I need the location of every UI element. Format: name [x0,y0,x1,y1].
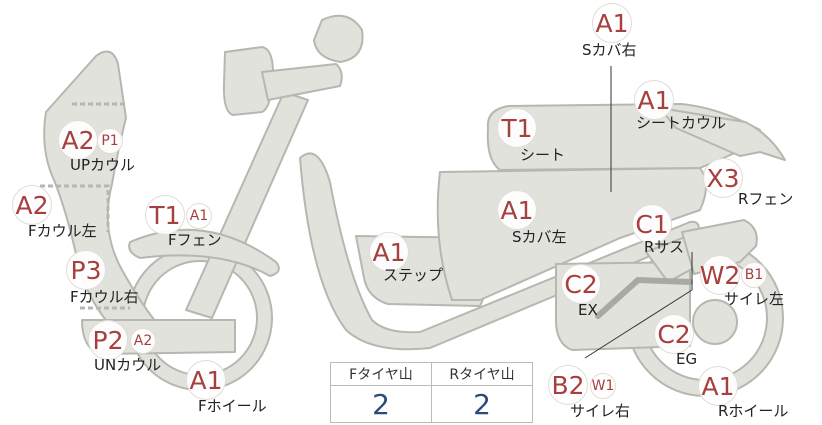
part-label: Rフェン [738,190,794,208]
grade-badge: A1 [698,366,738,406]
part-label: EX [578,301,598,319]
floor-frame-shape [299,152,700,351]
part-label: Sカバ左 [512,228,567,246]
grade-badge: T1 [145,195,185,235]
rear-tire-value: 2 [431,385,533,423]
part-label: Rホイール [718,402,789,420]
handlebar-shape [261,63,343,101]
rear-tire-header: Rタイヤ山 [431,362,533,386]
part-label: ステップ [383,266,444,284]
grade-badge: A1 [497,190,537,230]
part-label: シートカウル [636,114,727,132]
headlight-shape [222,46,275,116]
grade-badge: B2 [548,365,588,405]
part-label: UPカウル [70,156,136,174]
grade-badge: P3 [66,250,106,290]
grade-badge: X3 [703,158,743,198]
sub-grade-badge: B1 [741,262,767,288]
sub-grade-badge: A2 [130,328,156,354]
front-tire-header: Fタイヤ山 [330,362,432,386]
front-fender-shape [128,228,280,277]
front-tire-value: 2 [330,385,432,423]
grade-badge: A2 [12,185,52,225]
grade-badge: A1 [592,3,632,43]
grade-badge: C1 [632,204,672,244]
part-label: Sカバ右 [582,41,637,59]
part-label: EG [676,350,698,368]
sub-grade-badge: A1 [186,203,212,229]
sub-grade-badge: P1 [97,128,123,154]
part-label: Fフェン [168,231,222,249]
seat-cowl-shape [659,107,786,161]
sub-grade-badge: W1 [590,373,616,399]
part-label: サイレ左 [724,290,785,308]
part-label: シート [520,146,566,164]
grade-badge: A1 [634,80,674,120]
grade-badge: C2 [561,264,601,304]
grade-badge: P2 [88,320,128,360]
exhaust-pipe-shape [595,276,693,319]
part-label: サイレ右 [570,402,631,420]
part-label: Fホイール [198,397,267,415]
mirror-shape [313,14,364,63]
grade-badge: C2 [654,314,694,354]
part-label: Rサス [644,238,685,256]
grade-badge: W2 [700,255,740,295]
grade-badge: A1 [369,232,409,272]
part-label: Fカウル右 [70,288,139,306]
part-label: UNカウル [94,356,162,374]
grade-badge: T1 [497,108,537,148]
part-label: Fカウル左 [28,222,97,240]
grade-badge: A1 [186,360,226,400]
grade-badge: A2 [58,120,98,160]
tire-tread-table: Fタイヤ山 Rタイヤ山 2 2 [330,362,533,423]
